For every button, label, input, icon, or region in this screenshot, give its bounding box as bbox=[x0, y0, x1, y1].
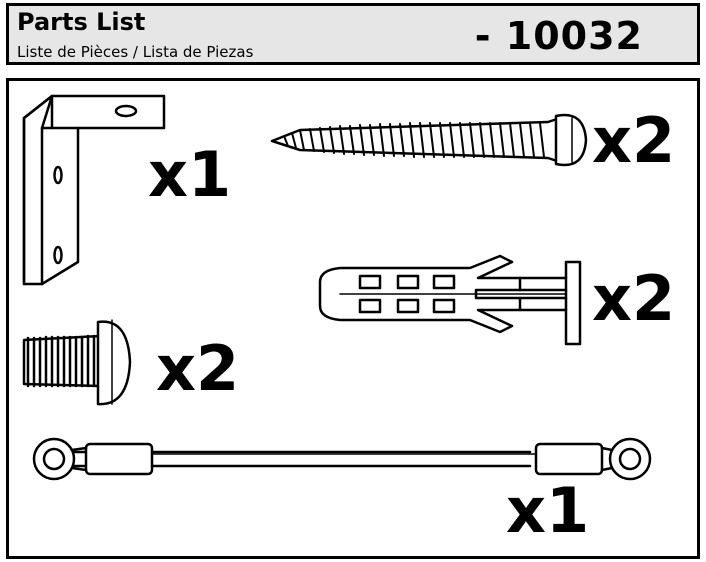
parts-frame bbox=[6, 78, 700, 559]
wood-screw-quantity: x2 bbox=[592, 104, 676, 177]
header-bar: Parts List Liste de Pièces / Lista de Pi… bbox=[6, 3, 700, 65]
angle-bracket-icon bbox=[22, 94, 166, 286]
bracket-quantity: x1 bbox=[148, 138, 232, 211]
part-number: - 10032 bbox=[474, 14, 643, 58]
safety-cable-quantity: x1 bbox=[506, 474, 590, 547]
page-subtitle: Liste de Pièces / Lista de Piezas bbox=[17, 43, 254, 61]
wall-anchor-icon bbox=[318, 254, 582, 346]
safety-cable-icon bbox=[32, 437, 652, 481]
wall-anchor-quantity: x2 bbox=[592, 262, 676, 335]
wood-screw-icon bbox=[270, 113, 588, 167]
page-title: Parts List bbox=[17, 8, 146, 36]
machine-screw-icon bbox=[22, 319, 132, 406]
machine-screw-quantity: x2 bbox=[156, 332, 240, 405]
